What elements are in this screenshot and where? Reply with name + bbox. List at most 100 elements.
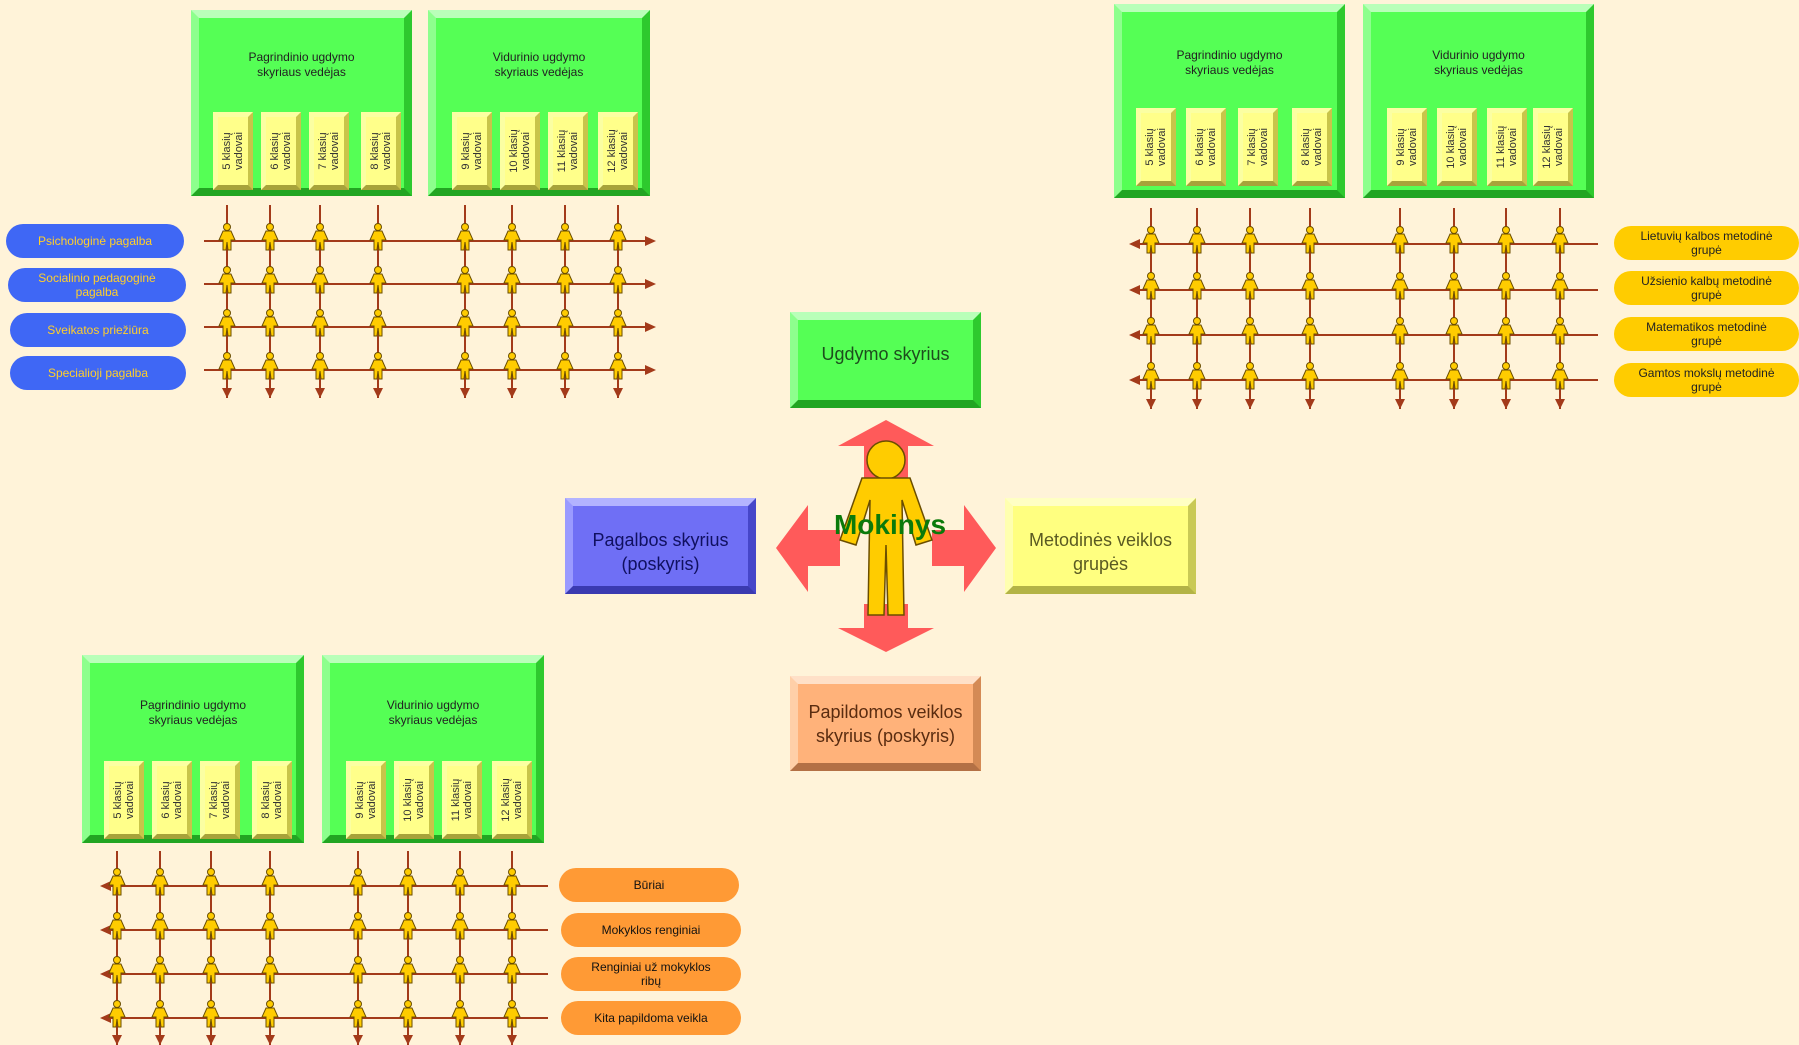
person-icon — [369, 309, 387, 337]
basic-education-head-label: Pagrindinio ugdymo skyriaus vedėjas — [248, 50, 355, 79]
person-icon — [609, 266, 627, 294]
top-left-grid-vline-arrow — [460, 388, 470, 398]
methodical-groups-box[interactable]: Metodinės veiklos grupės — [1005, 498, 1196, 594]
person-icon — [202, 1000, 220, 1028]
pill-health-care[interactable]: Sveikatos priežiūra — [10, 313, 186, 347]
bottom-left-grid-vline-arrow — [155, 1035, 165, 1045]
class-tile-12: 12 klasių vadovai — [492, 761, 532, 839]
person-icon — [202, 956, 220, 984]
class-tile-8: 8 klasių vadovai — [252, 761, 292, 839]
person-icon — [1445, 272, 1463, 300]
pill-foreign-languages-group[interactable]: Užsienio kalbų metodinė grupė — [1614, 271, 1799, 305]
person-icon — [1241, 317, 1259, 345]
person-icon — [261, 309, 279, 337]
pill-other-activity[interactable]: Kita papildoma veikla — [561, 1001, 741, 1035]
basic-education-head-label-bottom: Pagrindinio ugdymo skyriaus vedėjas — [139, 698, 247, 727]
person-icon — [1551, 226, 1569, 254]
person-icon — [1142, 272, 1160, 300]
basic-education-head-box: Pagrindinio ugdymo skyriaus vedėjas 5 kl… — [191, 10, 412, 196]
pill-groups[interactable]: Būriai — [559, 868, 739, 902]
basic-education-head-box-right: Pagrindinio ugdymo skyriaus vedėjas 5 kl… — [1114, 4, 1345, 198]
top-right-grid-hline-arrow — [1129, 375, 1140, 385]
basic-education-head-label-right: Pagrindinio ugdymo skyriaus vedėjas — [1176, 48, 1283, 77]
person-icon — [503, 868, 521, 896]
person-icon — [1188, 226, 1206, 254]
top-left-grid-hline-arrow — [645, 279, 656, 289]
top-left-grid-vline-arrow — [507, 388, 517, 398]
class-tile-10: 10 klasių vadovai — [394, 761, 434, 839]
top-left-grid-vline-arrow — [560, 388, 570, 398]
class-tile-10: 10 klasių vadovai — [1437, 108, 1477, 186]
pill-social-pedagogical-help[interactable]: Socialinio pedagoginė pagalba — [8, 268, 186, 302]
top-right-grid-vline-arrow — [1192, 399, 1202, 409]
person-icon — [399, 912, 417, 940]
person-icon — [503, 352, 521, 380]
pill-special-help[interactable]: Specialioji pagalba — [10, 356, 186, 390]
person-icon — [218, 309, 236, 337]
person-icon — [311, 223, 329, 251]
person-icon — [1241, 226, 1259, 254]
person-icon — [556, 266, 574, 294]
person-icon — [261, 266, 279, 294]
top-left-grid-vline-arrow — [373, 388, 383, 398]
person-icon — [261, 868, 279, 896]
bottom-left-grid-vline-arrow — [265, 1035, 275, 1045]
person-icon — [202, 868, 220, 896]
class-tile-5: 5 klasių vadovai — [1136, 108, 1176, 186]
person-icon — [609, 352, 627, 380]
person-icon — [311, 352, 329, 380]
person-icon — [349, 912, 367, 940]
person-icon — [1445, 317, 1463, 345]
class-tile-11: 11 klasių vadovai — [1487, 108, 1527, 186]
extracurricular-department-box[interactable]: Papildomos veiklos skyrius (poskyris) — [790, 676, 981, 771]
person-icon — [108, 1000, 126, 1028]
pill-psychological-help[interactable]: Psichologinė pagalba — [6, 224, 184, 258]
top-right-grid-hline-arrow — [1129, 285, 1140, 295]
person-icon — [151, 912, 169, 940]
class-tile-8: 8 klasių vadovai — [361, 112, 401, 190]
top-right-grid-vline-arrow — [1305, 399, 1315, 409]
top-right-grid-vline-arrow — [1245, 399, 1255, 409]
support-department-box[interactable]: Pagalbos skyrius (poskyris) — [565, 498, 756, 594]
person-icon — [556, 223, 574, 251]
top-left-grid-vline-arrow — [613, 388, 623, 398]
person-icon — [456, 223, 474, 251]
person-icon — [349, 956, 367, 984]
person-icon — [1445, 362, 1463, 390]
person-icon — [609, 309, 627, 337]
person-icon — [151, 956, 169, 984]
person-icon — [369, 266, 387, 294]
class-tile-5: 5 klasių vadovai — [104, 761, 144, 839]
pill-science-group[interactable]: Gamtos mokslų metodinė grupė — [1614, 363, 1799, 397]
person-icon — [311, 309, 329, 337]
top-right-grid-vline-arrow — [1395, 399, 1405, 409]
education-department-box[interactable]: Ugdymo skyrius — [790, 312, 981, 408]
pill-mathematics-group[interactable]: Matematikos metodinė grupė — [1614, 317, 1799, 351]
person-icon — [1391, 362, 1409, 390]
class-tile-12: 12 klasių vadovai — [1533, 108, 1573, 186]
person-icon — [261, 352, 279, 380]
person-icon — [503, 1000, 521, 1028]
pill-lithuanian-group[interactable]: Lietuvių kalbos metodinė grupė — [1614, 226, 1799, 260]
person-icon — [503, 223, 521, 251]
person-icon — [1391, 317, 1409, 345]
person-icon — [1188, 272, 1206, 300]
person-icon — [1551, 362, 1569, 390]
bottom-left-grid-vline-arrow — [507, 1035, 517, 1045]
class-tile-7: 7 klasių vadovai — [1238, 108, 1278, 186]
bottom-left-grid-vline-arrow — [112, 1035, 122, 1045]
secondary-education-head-label-bottom: Vidurinio ugdymo skyriaus vedėjas — [386, 698, 480, 727]
person-icon — [399, 956, 417, 984]
top-left-grid-hline-arrow — [645, 236, 656, 246]
person-icon — [451, 868, 469, 896]
class-tile-11: 11 klasių vadovai — [442, 761, 482, 839]
person-icon — [1301, 272, 1319, 300]
person-icon — [399, 1000, 417, 1028]
bottom-left-grid-vline-arrow — [353, 1035, 363, 1045]
top-right-grid-vline-arrow — [1501, 399, 1511, 409]
pill-external-events[interactable]: Renginiai už mokyklos ribų — [561, 957, 741, 991]
pill-school-events[interactable]: Mokyklos renginiai — [561, 913, 741, 947]
top-right-grid-hline-arrow — [1129, 330, 1140, 340]
person-icon — [1497, 226, 1515, 254]
